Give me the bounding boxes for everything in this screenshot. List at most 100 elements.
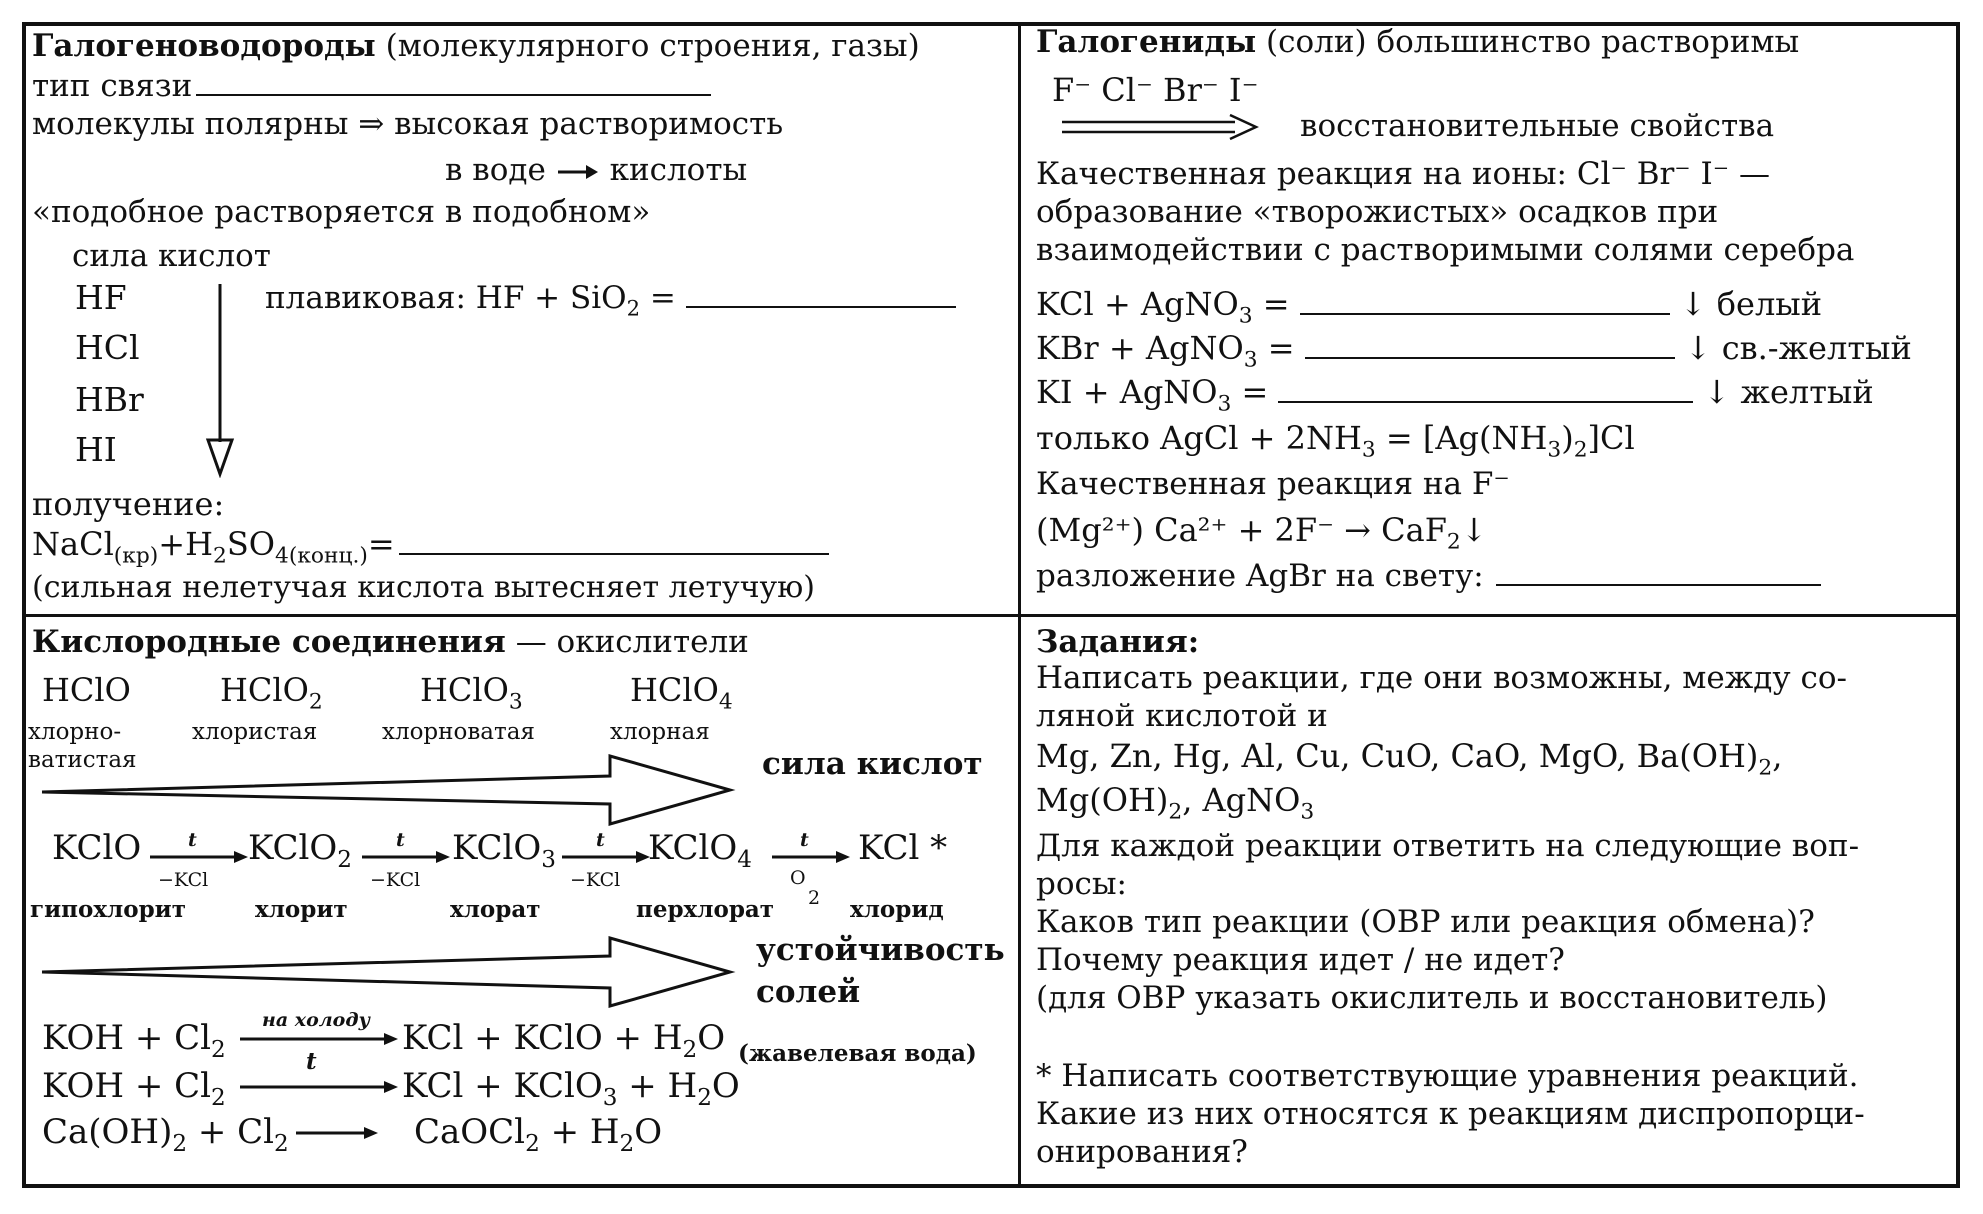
- acid-hi: HI: [75, 430, 117, 469]
- acid-strength-label-2: сила кислот: [762, 746, 983, 782]
- acid-hbr: HBr: [75, 380, 144, 419]
- sub: 3: [508, 689, 523, 715]
- sub: 2: [619, 1131, 635, 1158]
- arrow-label-t: t: [800, 829, 809, 851]
- arrow-label-minus-kcl: −KCl: [370, 869, 421, 891]
- down-arrow-icon: [205, 284, 235, 478]
- right-arrow-icon: [772, 851, 850, 863]
- acid-name-chloric: хлорноватая: [382, 719, 535, 745]
- formula: HClO: [420, 671, 509, 709]
- eq-part: CaOCl: [414, 1112, 526, 1152]
- hf-reaction: плавиковая: HF + SiO2 =: [265, 280, 956, 318]
- q1-bond-line: тип связи: [32, 68, 712, 104]
- task-line-2: ляной кислотой и: [1036, 698, 1328, 734]
- eq-sign: =: [649, 280, 676, 316]
- qual-fluoride: Качественная реакция на F⁻: [1036, 466, 1510, 502]
- eq3-right: CaOCl2 + H2O: [414, 1112, 662, 1156]
- eq-sign: =: [1267, 329, 1295, 367]
- water-line: в воде кислоты: [445, 152, 747, 188]
- acids-word: кислоты: [609, 152, 748, 188]
- reagents: Mg, Zn, Hg, Al, Cu, CuO, CaO, MgO, Ba(OH…: [1036, 737, 1759, 775]
- right-arrow-icon: [557, 164, 598, 179]
- sub: 2: [697, 1085, 712, 1112]
- silver-reaction-kcl: KCl + AgNO3 = ↓ белый: [1036, 285, 1823, 327]
- eq-sign: =: [1241, 373, 1269, 411]
- salt-name-chlorate: хлорат: [450, 896, 541, 923]
- eq-part: AgCl + 2NH: [1160, 419, 1362, 457]
- task-line-6: росы:: [1036, 866, 1127, 902]
- sub: 2: [308, 689, 323, 715]
- sub: 3: [1217, 391, 1232, 417]
- reaction-left: KCl + AgNO: [1036, 285, 1239, 323]
- obtain-reaction: NaCl(кр)+H2SO4(конц.)=: [32, 525, 829, 567]
- sub: 4(конц.): [275, 543, 368, 569]
- acid-strength-label: сила кислот: [72, 238, 271, 274]
- eq-part: ↓: [1460, 511, 1488, 549]
- eq2-left: KOH + Cl2: [42, 1066, 226, 1110]
- eq-part: O: [711, 1066, 740, 1106]
- ammonia-reaction: только AgCl + 2NH3 = [Ag(NH3)2]Cl: [1036, 419, 1635, 461]
- arrow-label-t: t: [596, 829, 605, 851]
- table-frame: [22, 22, 1960, 1188]
- sub: 2: [213, 543, 227, 569]
- stability-label-1: устойчивость: [756, 932, 1005, 968]
- sub: 2: [525, 1131, 540, 1158]
- eq3-left: Ca(OH)2 + Cl2: [42, 1112, 289, 1156]
- salt-name-hypochlorite: гипохлорит: [30, 896, 186, 923]
- answer-blank: [685, 305, 956, 308]
- answer-blank: [1278, 400, 1694, 403]
- formula: HClO: [630, 671, 719, 709]
- qual-line-1: Качественная реакция на ионы: Cl⁻ Br⁻ I⁻…: [1036, 156, 1770, 192]
- right-arrow-icon: [296, 1127, 378, 1139]
- obtain-label: получение:: [32, 485, 225, 523]
- only-prefix: только: [1036, 419, 1150, 457]
- eq2-condition: t: [306, 1048, 317, 1075]
- hf-reaction-text: плавиковая: HF + SiO: [265, 280, 627, 316]
- column-divider: [1018, 22, 1021, 1188]
- arrow-label-minus-kcl: −KCl: [158, 869, 209, 891]
- decomp-text: разложение AgBr на свету:: [1036, 558, 1484, 594]
- acid-hclo4: HClO4: [630, 671, 733, 713]
- sub: 2: [626, 295, 640, 321]
- sub: 3: [1300, 799, 1315, 825]
- acid-hclo3: HClO3: [420, 671, 523, 713]
- salt-kcl: KCl *: [858, 830, 947, 866]
- q1-note: (сильная нелетучая кислота вытесняет лет…: [32, 570, 816, 605]
- task-line-7: Каков тип реакции (ОВР или реакция обмен…: [1036, 904, 1815, 940]
- sub: (кр): [113, 543, 159, 569]
- task-line-5: Для каждой реакции ответить на следующие…: [1036, 828, 1860, 864]
- formula: KCl *: [858, 828, 948, 868]
- acid-hcl: HCl: [75, 328, 140, 367]
- acid-name-chlorous: хлористая: [192, 719, 318, 745]
- eq-part: KCl + KClO: [402, 1066, 603, 1106]
- salt-kclo: KClO: [52, 830, 141, 866]
- silver-reaction-ki: KI + AgNO3 = ↓ желтый: [1036, 373, 1874, 415]
- q3-title: Кислородные соединения: [32, 624, 506, 660]
- sub: 3: [1238, 303, 1253, 329]
- precipitate-color: ↓ белый: [1679, 285, 1823, 323]
- eq-part: KOH + Cl: [42, 1066, 212, 1106]
- nacl: NaCl: [32, 525, 114, 563]
- sub: 2: [1446, 529, 1461, 555]
- halide-ions: F⁻ Cl⁻ Br⁻ I⁻: [1052, 71, 1259, 109]
- arrow-label-t: t: [188, 829, 197, 851]
- answer-blank: [398, 552, 829, 555]
- eq-part: O: [697, 1018, 726, 1058]
- arrow-label-minus-kcl: −KCl: [570, 869, 621, 891]
- acid-hclo: HClO: [42, 672, 131, 708]
- agbr-decomposition: разложение AgBr на свету:: [1036, 558, 1821, 594]
- formula: HClO: [42, 671, 131, 709]
- eq1-note: (жавелевая вода): [738, 1040, 977, 1067]
- formula: KClO: [52, 828, 142, 868]
- row-divider: [22, 614, 1960, 617]
- sub: 2: [337, 847, 352, 874]
- eq1-right: KCl + KClO + H2O: [402, 1018, 726, 1062]
- sub: 3: [602, 1085, 618, 1112]
- sub: 2: [1758, 755, 1773, 781]
- arrow-label-t: t: [396, 829, 405, 851]
- salt-kclo2: KClO2: [248, 830, 352, 872]
- eq-part: = [Ag(NH: [1375, 419, 1548, 457]
- q3-title-rest: — окислители: [515, 624, 749, 660]
- eq-part: Ca(OH): [42, 1112, 173, 1152]
- so4: SO: [226, 525, 276, 563]
